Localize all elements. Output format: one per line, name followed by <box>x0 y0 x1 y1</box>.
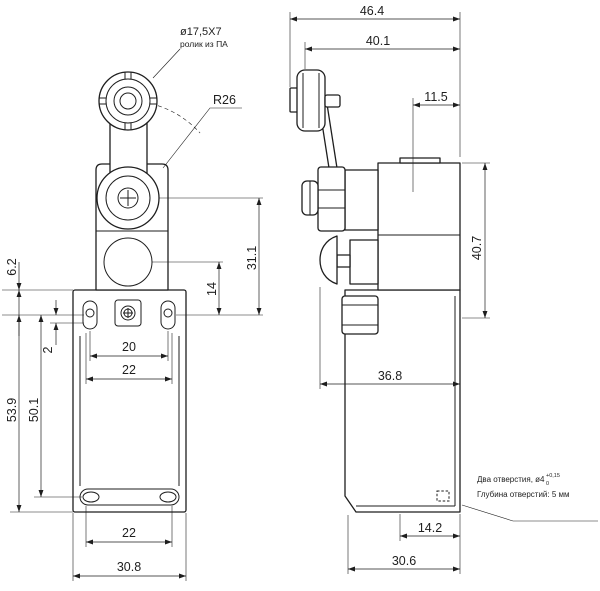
dim-slot-offset: 2 <box>41 346 55 353</box>
dim-pivot-height: 31.1 <box>245 246 259 270</box>
front-view: ø17,5X7 ролик из ПА R26 <box>2 26 263 581</box>
dim-plunger-height: 14 <box>205 282 219 296</box>
note-holes-text: Два отверстия, ø4 <box>477 475 545 484</box>
roller-side <box>289 69 341 132</box>
dim-overall-height: 53.9 <box>5 398 19 422</box>
dim-hole-spacing-top: 22 <box>122 363 136 377</box>
lever-pivot-side <box>301 166 346 232</box>
tolerance-lower: 0 <box>546 481 549 487</box>
dim-overall-depth: 46.4 <box>360 4 384 18</box>
side-dimension-lines <box>290 16 488 572</box>
front-dimension-lines <box>16 198 262 579</box>
lever-radius-label: R26 <box>213 93 236 107</box>
head-housing-side <box>344 157 461 291</box>
note-hole-depth: Глубина отверстий: 5 мм <box>477 490 570 499</box>
mounting-hole-hidden <box>436 490 450 502</box>
dim-hole-spacing-vertical: 50.1 <box>27 398 41 422</box>
dim-hole-offset: 14.2 <box>418 521 442 535</box>
dim-flange-offset: 6.2 <box>5 258 19 275</box>
radius-leader <box>162 107 242 169</box>
side-view: 46.4 40.1 11.5 40.7 36.8 14.2 30.6 Два о… <box>289 4 598 574</box>
dim-hole-spacing-bottom: 22 <box>122 526 136 540</box>
hole-note-leader <box>461 504 598 522</box>
dim-slot-spacing: 20 <box>122 340 136 354</box>
roller-size-label: ø17,5X7 <box>180 26 222 38</box>
dim-overall-width: 30.8 <box>117 560 141 574</box>
tolerance-upper: +0,15 <box>546 473 560 479</box>
lever-swing-arc <box>157 105 201 134</box>
switch-body-front <box>72 289 187 513</box>
dim-plunger-depth: 36.8 <box>378 369 402 383</box>
side-extension-lines <box>289 12 490 574</box>
dim-head-height: 40.7 <box>470 236 484 260</box>
dim-lever-depth: 40.1 <box>366 34 390 48</box>
cover-screw-front <box>114 299 142 327</box>
dim-head-offset: 11.5 <box>424 90 447 104</box>
cover-screw-side <box>341 295 379 335</box>
lever-pivot-front <box>96 166 160 230</box>
roller-front <box>98 71 158 131</box>
roller-leader <box>152 48 181 79</box>
mounting-slot-top-right <box>160 300 176 330</box>
roller-material-label: ролик из ПА <box>180 39 228 49</box>
dim-body-depth: 30.6 <box>392 554 416 568</box>
plunger-side <box>319 235 379 285</box>
